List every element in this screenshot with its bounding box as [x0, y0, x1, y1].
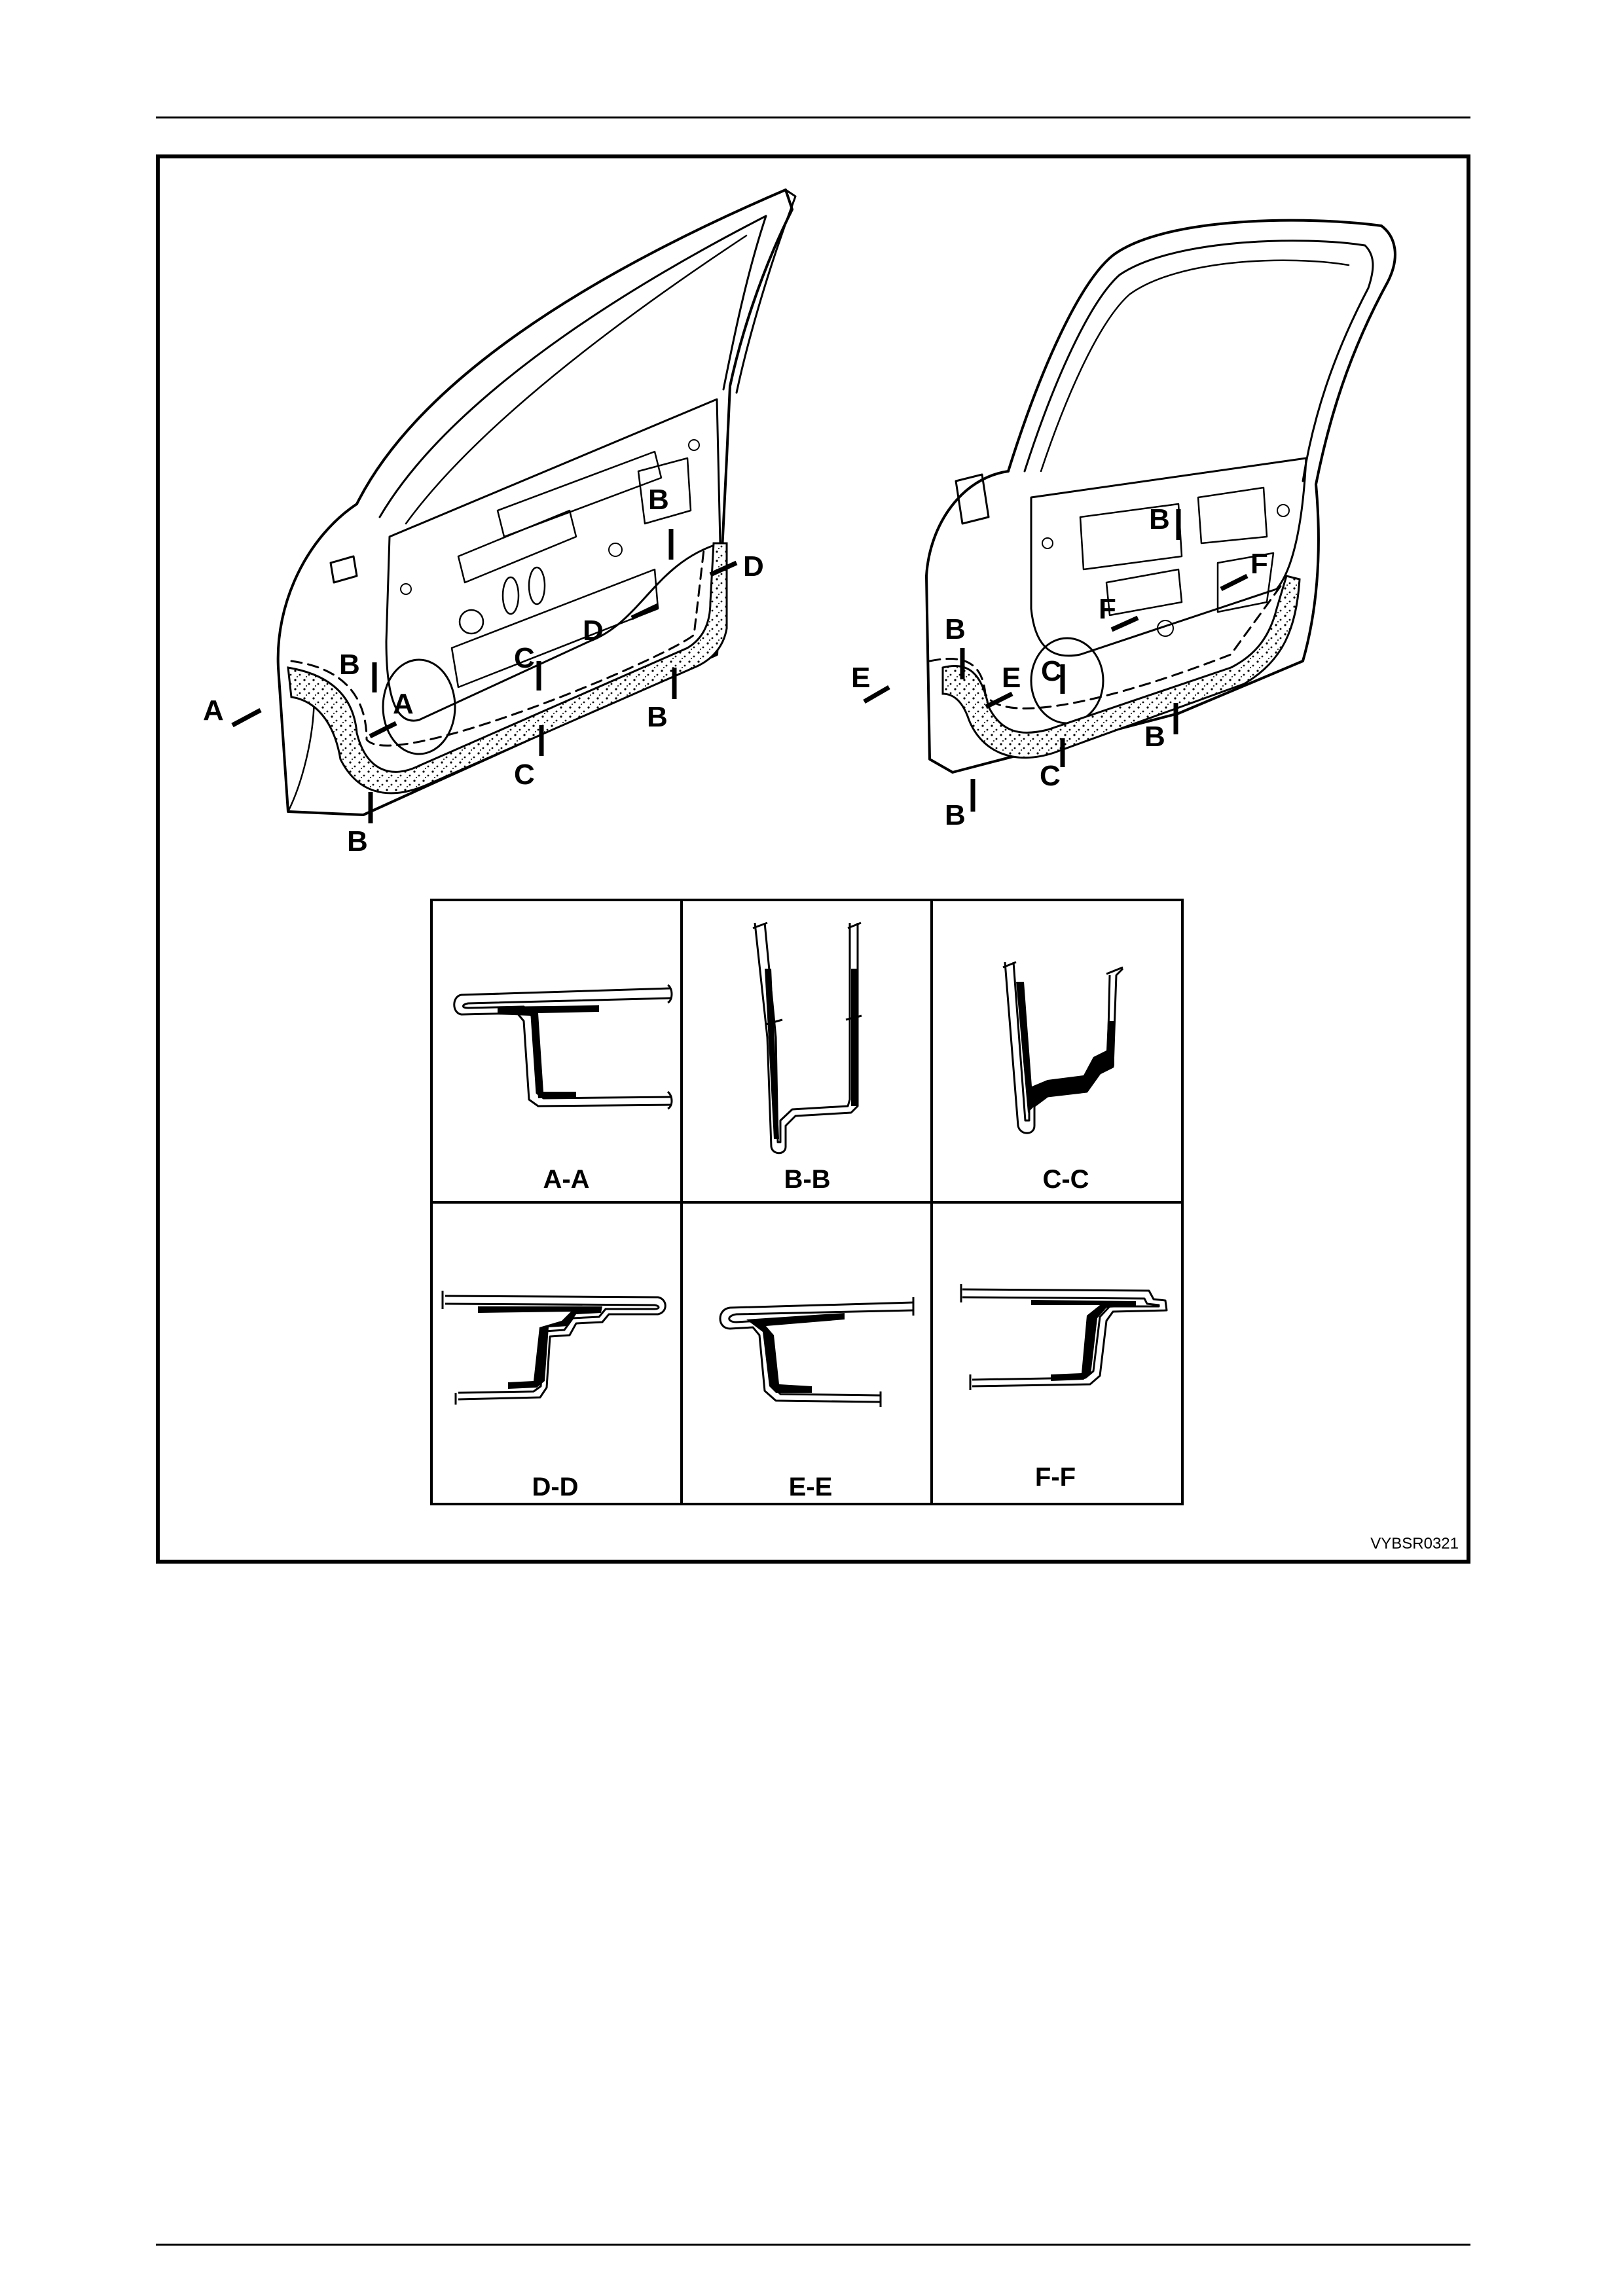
section-a-a-profile	[454, 985, 672, 1109]
rear-door-seal-band	[943, 576, 1300, 758]
section-e-e-profile	[720, 1297, 913, 1407]
callout-rear-b-bottom: B	[945, 799, 966, 831]
callout-rear-f-inner: F	[1099, 593, 1116, 625]
callout-front-c-lower: C	[514, 759, 535, 791]
callout-rear-e-inner: E	[1002, 662, 1021, 694]
caption-c-c: C-C	[1042, 1165, 1089, 1194]
callout-rear-e-outer: E	[851, 662, 870, 694]
callout-rear-f-outer: F	[1250, 548, 1268, 580]
rear-door-callout-labels: B B B B C C E E F F	[851, 503, 1268, 831]
caption-b-b: B-B	[784, 1165, 830, 1194]
callout-front-a-outer: A	[203, 694, 224, 726]
caption-d-d: D-D	[532, 1473, 578, 1501]
callout-front-b-bottom: B	[347, 825, 368, 857]
caption-f-f: F-F	[1035, 1463, 1076, 1492]
callout-front-c-upper: C	[514, 642, 535, 674]
callout-front-d-inner: D	[583, 615, 604, 647]
callout-front-d-outer: D	[743, 550, 764, 583]
figure-reference-code: VYBSR0321	[1370, 1535, 1459, 1552]
section-d-d-sealant	[478, 1306, 602, 1389]
callout-rear-c-lower: C	[1040, 760, 1061, 792]
caption-e-e: E-E	[789, 1473, 833, 1501]
callout-rear-b-left: B	[945, 613, 966, 645]
callout-rear-c-upper: C	[1041, 655, 1062, 687]
callout-front-b-top: B	[648, 484, 669, 516]
section-b-b-sealant-right	[851, 969, 858, 1106]
section-c-c-sealant	[1016, 982, 1114, 1113]
rear-door-drawing	[926, 221, 1395, 772]
callout-front-a-inner: A	[393, 688, 414, 720]
caption-a-a: A-A	[543, 1165, 589, 1194]
section-table-grid	[431, 900, 1182, 1504]
callout-rear-b-top: B	[1149, 503, 1170, 535]
callout-front-b-right: B	[647, 701, 668, 733]
callout-front-b-left: B	[339, 649, 360, 681]
section-a-a-sealant	[498, 1005, 599, 1098]
callout-rear-b-right: B	[1144, 721, 1165, 753]
